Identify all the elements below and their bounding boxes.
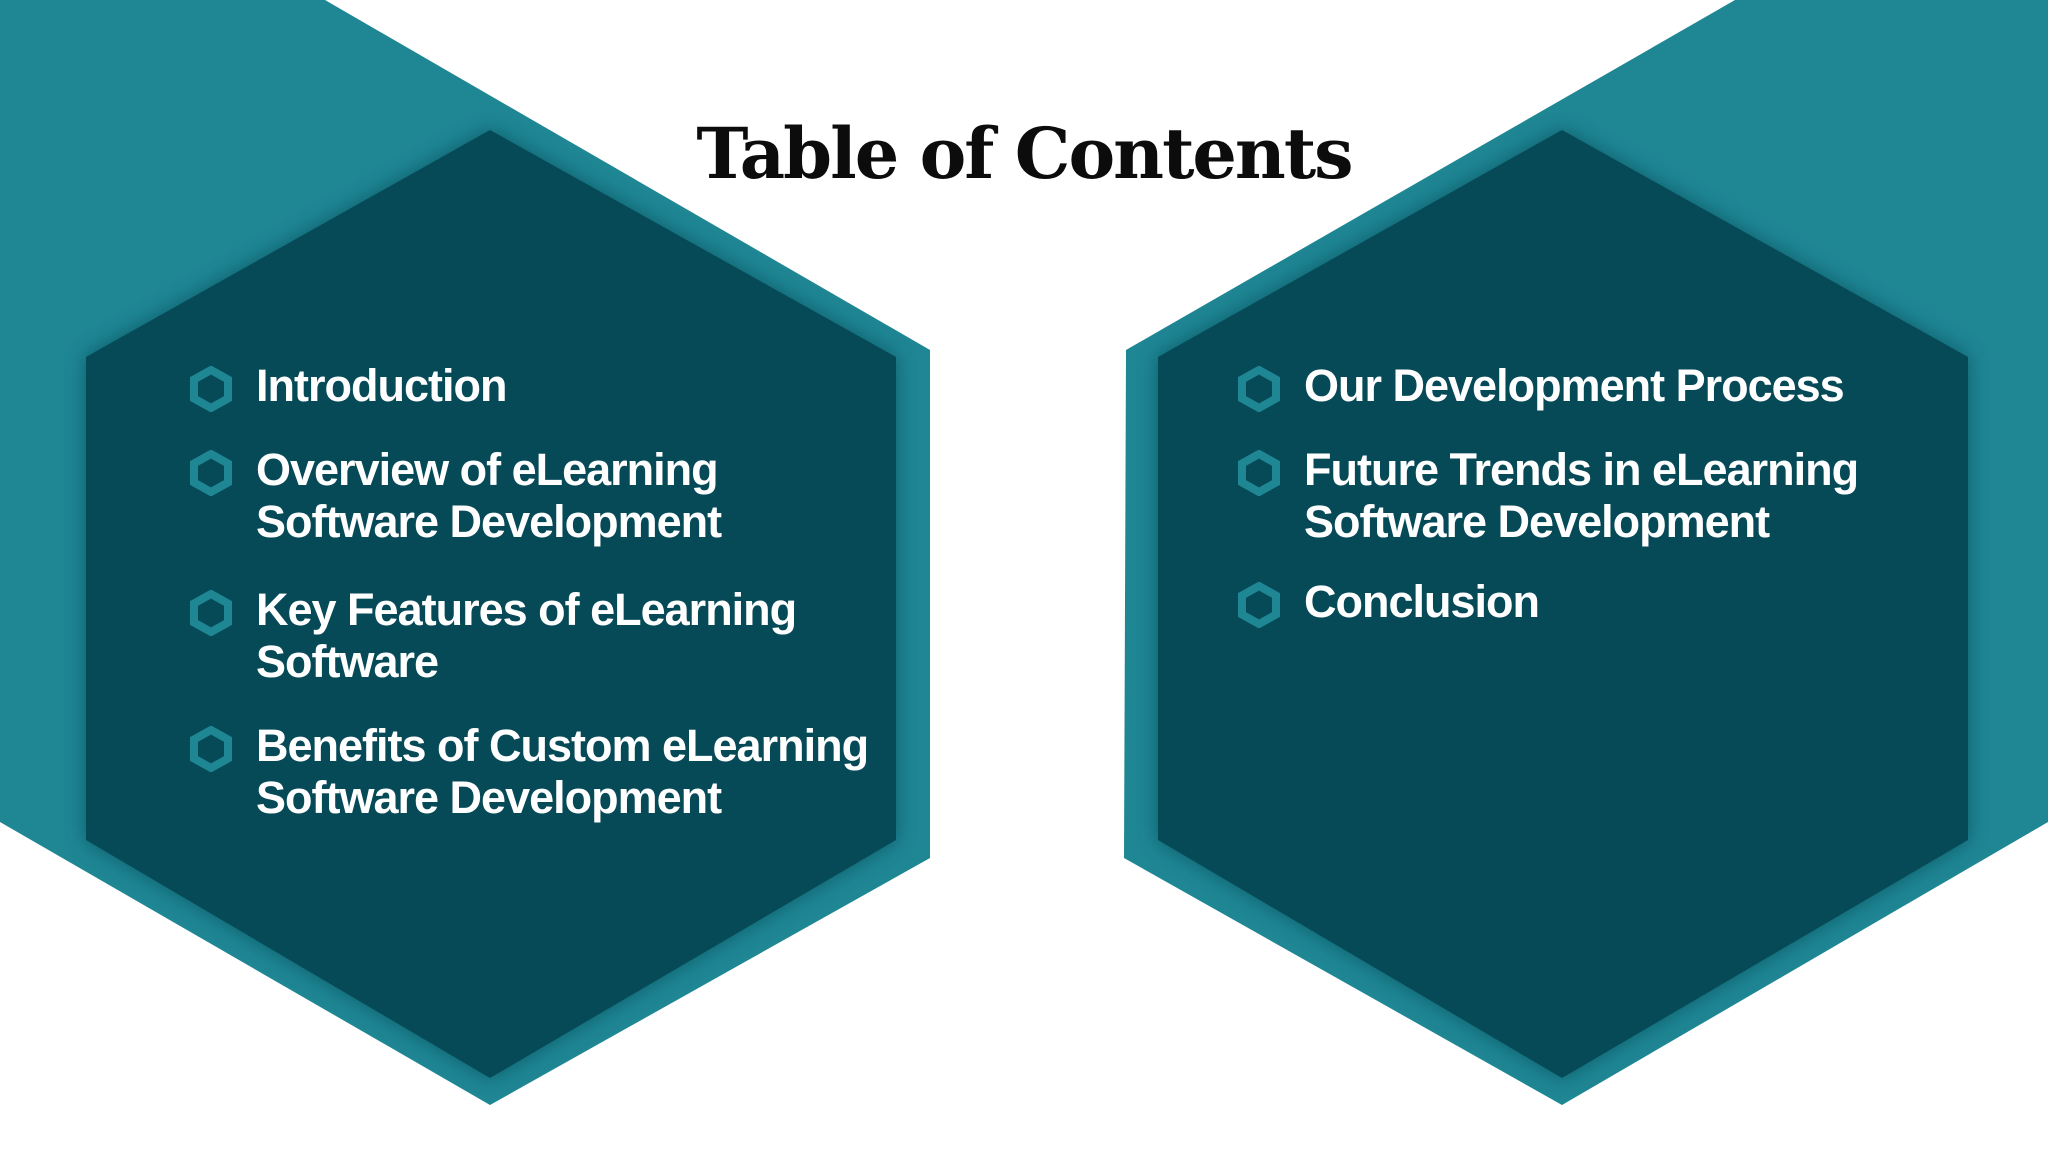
hexagon-bullet-icon [190,366,232,412]
toc-item-conclusion[interactable]: Conclusion [1238,576,1938,628]
toc-item-label: Introduction [256,360,507,411]
right-inner-hexagon [1158,130,1968,1078]
left-inner-hexagon [86,130,896,1078]
page-title: Table of Contents [696,112,1353,195]
hexagon-bullet-icon [190,450,232,496]
hexagon-bullet-icon [1238,582,1280,628]
toc-item-future-trends[interactable]: Future Trends in eLearning Software Deve… [1238,444,1938,548]
toc-item-label: Benefits of Custom eLearning Software De… [256,720,869,823]
toc-item-development-process[interactable]: Our Development Process [1238,360,1938,412]
toc-item-key-features[interactable]: Key Features of eLearning Software [190,584,870,688]
right-toc-list: Our Development Process Future Trends in… [1238,360,1938,628]
toc-item-overview[interactable]: Overview of eLearning Software Developme… [190,444,870,548]
toc-item-benefits[interactable]: Benefits of Custom eLearning Software De… [190,720,870,824]
toc-item-label: Key Features of eLearning Software [256,584,797,687]
toc-item-introduction[interactable]: Introduction [190,360,870,412]
hexagon-bullet-icon [1238,450,1280,496]
hexagon-bullet-icon [1238,366,1280,412]
hexagon-bullet-icon [190,590,232,636]
hexagon-bullet-icon [190,726,232,772]
toc-item-label: Future Trends in eLearning Software Deve… [1304,444,1859,547]
toc-item-label: Conclusion [1304,576,1540,627]
toc-item-label: Overview of eLearning Software Developme… [256,444,722,547]
toc-item-label: Our Development Process [1304,360,1845,411]
left-toc-list: Introduction Overview of eLearning Softw… [190,360,870,824]
